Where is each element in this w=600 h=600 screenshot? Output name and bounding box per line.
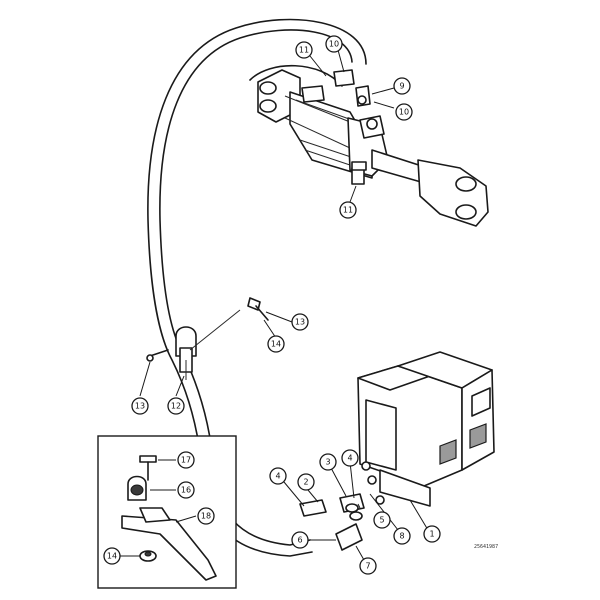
- inset-box: [97, 435, 237, 589]
- callout-label: 5: [379, 516, 384, 525]
- callout-14-inset: 14: [103, 547, 121, 565]
- callout-9: 9: [393, 77, 411, 95]
- callout-label: 6: [297, 536, 302, 545]
- callout-13-left: 13: [131, 397, 149, 415]
- callout-8: 8: [393, 527, 411, 545]
- control-valve: [357, 351, 495, 507]
- valve-fittings: [299, 493, 365, 551]
- callout-10-right: 10: [395, 103, 413, 121]
- drawing-number: 25641987: [474, 544, 498, 550]
- callout-label: 1: [429, 530, 434, 539]
- hydraulic-cylinder: [257, 69, 489, 227]
- callout-label: 14: [271, 340, 281, 349]
- hose-clamp: [146, 297, 269, 380]
- callout-label: 18: [201, 512, 211, 521]
- callout-4-right: 4: [341, 449, 359, 467]
- callout-label: 14: [107, 552, 117, 561]
- callout-2: 2: [297, 473, 315, 491]
- callout-13-middle: 13: [291, 313, 309, 331]
- callout-label: 11: [299, 46, 309, 55]
- callout-label: 4: [275, 472, 280, 481]
- callout-label: 13: [135, 402, 145, 411]
- callout-3: 3: [319, 453, 337, 471]
- callout-label: 13: [295, 318, 305, 327]
- callout-label: 8: [399, 532, 404, 541]
- callout-12: 12: [167, 397, 185, 415]
- callout-label: 7: [365, 562, 370, 571]
- callout-4-left: 4: [269, 467, 287, 485]
- callout-label: 17: [181, 456, 191, 465]
- callout-label: 4: [347, 454, 352, 463]
- callout-14-middle: 14: [267, 335, 285, 353]
- callout-1: 1: [423, 525, 441, 543]
- callout-16: 16: [177, 481, 195, 499]
- callout-18: 18: [197, 507, 215, 525]
- callout-label: 2: [303, 478, 308, 487]
- callout-label: 9: [399, 82, 404, 91]
- callout-5: 5: [373, 511, 391, 529]
- callout-7: 7: [359, 557, 377, 575]
- callout-label: 12: [171, 402, 181, 411]
- callout-label: 3: [325, 458, 330, 467]
- callout-label: 10: [399, 108, 409, 117]
- callout-11-bottom: 11: [339, 201, 357, 219]
- callout-10-top: 10: [325, 35, 343, 53]
- callout-6: 6: [291, 531, 309, 549]
- callout-11-top: 11: [295, 41, 313, 59]
- callout-17: 17: [177, 451, 195, 469]
- callout-label: 11: [343, 206, 353, 215]
- callout-label: 10: [329, 40, 339, 49]
- callout-label: 16: [181, 486, 191, 495]
